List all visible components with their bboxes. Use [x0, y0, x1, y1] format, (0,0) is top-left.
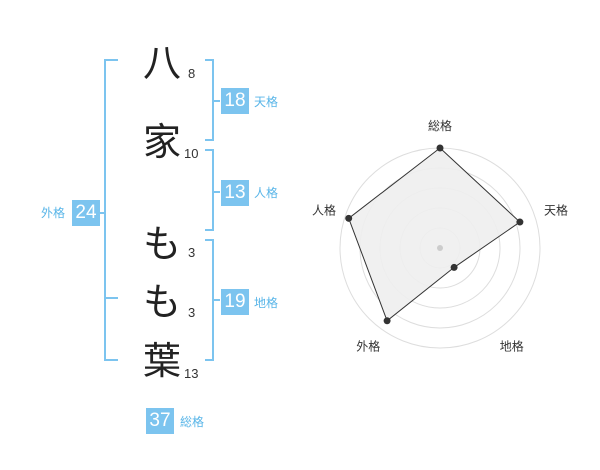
radar-axis-label-2: 天格 — [544, 202, 568, 217]
radar-point-2 — [516, 218, 524, 226]
radar-polygon — [348, 147, 521, 322]
radar-point-1 — [436, 144, 444, 152]
name-char-4: も — [143, 280, 182, 324]
radar-points — [345, 144, 524, 325]
name-char-5: 葉 — [143, 339, 182, 383]
soukaku-score-badge: 37 — [146, 408, 174, 434]
name-char-1: 八 — [143, 41, 182, 85]
radar-point-3 — [450, 263, 458, 271]
gaikaku-label: 外格 — [41, 206, 66, 220]
stroke-count-1: 8 — [188, 66, 196, 81]
stroke-count-4: 3 — [188, 305, 196, 320]
stroke-count-2: 10 — [184, 146, 199, 161]
radar-axis-label-5: 人格 — [312, 202, 336, 217]
tenkaku-label: 天格 — [254, 95, 279, 109]
jinkaku-label: 人格 — [254, 186, 279, 200]
tenkaku-score-badge: 18 — [221, 88, 249, 114]
name-char-2: 家 — [143, 120, 182, 164]
jinkaku-bracket — [205, 149, 214, 231]
radar-axis-label-1: 総格 — [428, 118, 452, 133]
chikaku-label: 地格 — [254, 296, 279, 310]
radar-center-dot — [437, 245, 443, 251]
gaikaku-bracket — [104, 59, 118, 361]
radar-axis-label-4: 外格 — [356, 339, 380, 354]
radar-axis-label-3: 地格 — [500, 339, 524, 354]
jinkaku-score-badge: 13 — [221, 180, 249, 206]
soukaku-label: 総格 — [180, 415, 205, 429]
stroke-count-3: 3 — [188, 245, 196, 260]
radar-point-5 — [345, 214, 353, 222]
radar-point-4 — [383, 317, 391, 325]
stroke-count-5: 13 — [184, 366, 199, 381]
gaikaku-score-badge: 24 — [72, 200, 100, 226]
name-char-3: も — [143, 222, 182, 266]
chikaku-score-badge: 19 — [221, 289, 249, 315]
